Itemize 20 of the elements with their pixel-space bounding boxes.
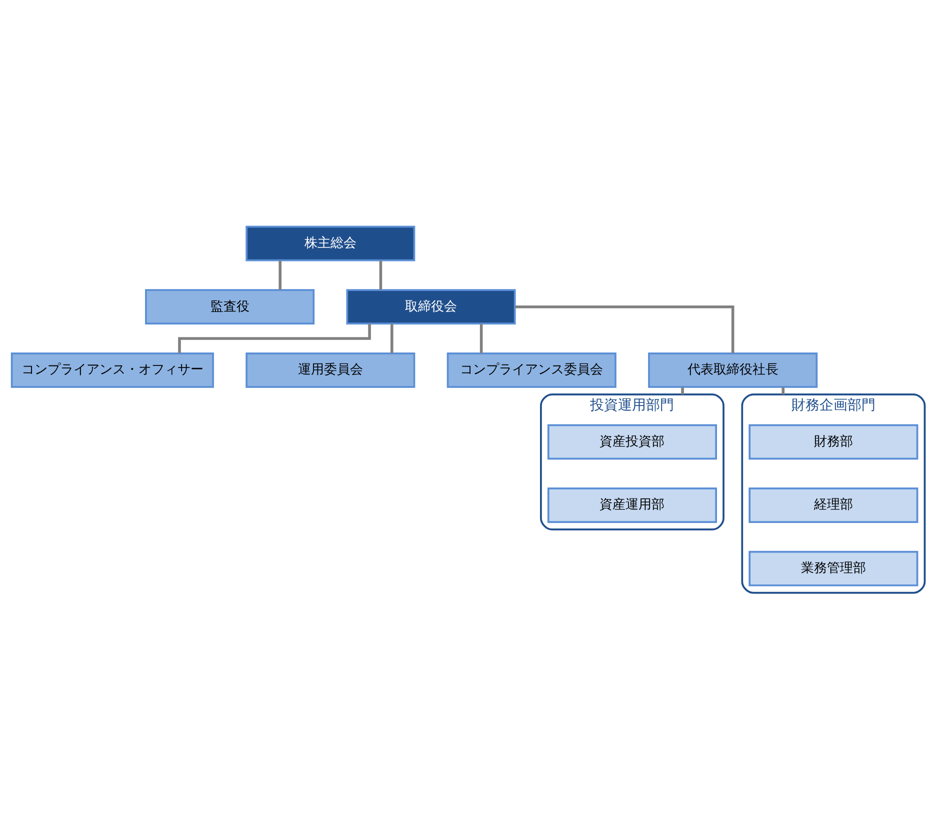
node-box: 取締役会: [346, 288, 516, 324]
node-box: 運用委員会: [246, 352, 416, 388]
node-box: 株主総会: [246, 225, 416, 261]
connector: [379, 260, 382, 290]
node-box: コンプライアンス委員会: [446, 352, 616, 388]
node-box: 資産運用部: [547, 487, 717, 522]
connector: [390, 323, 394, 353]
node-box: 業務管理部: [748, 550, 918, 586]
node-box: 財務部: [748, 424, 918, 460]
node-box: 経理部: [748, 487, 918, 522]
node-box: 代表取締役社長: [648, 352, 818, 388]
connector: [515, 304, 734, 353]
connector: [178, 323, 371, 353]
connector: [278, 260, 282, 290]
node-box: 資産投資部: [547, 424, 717, 460]
connector: [681, 386, 684, 394]
connector: [480, 323, 483, 353]
connector: [782, 386, 785, 394]
node-box: コンプライアンス・オフィサー: [10, 352, 214, 388]
node-box: 監査役: [145, 288, 315, 324]
